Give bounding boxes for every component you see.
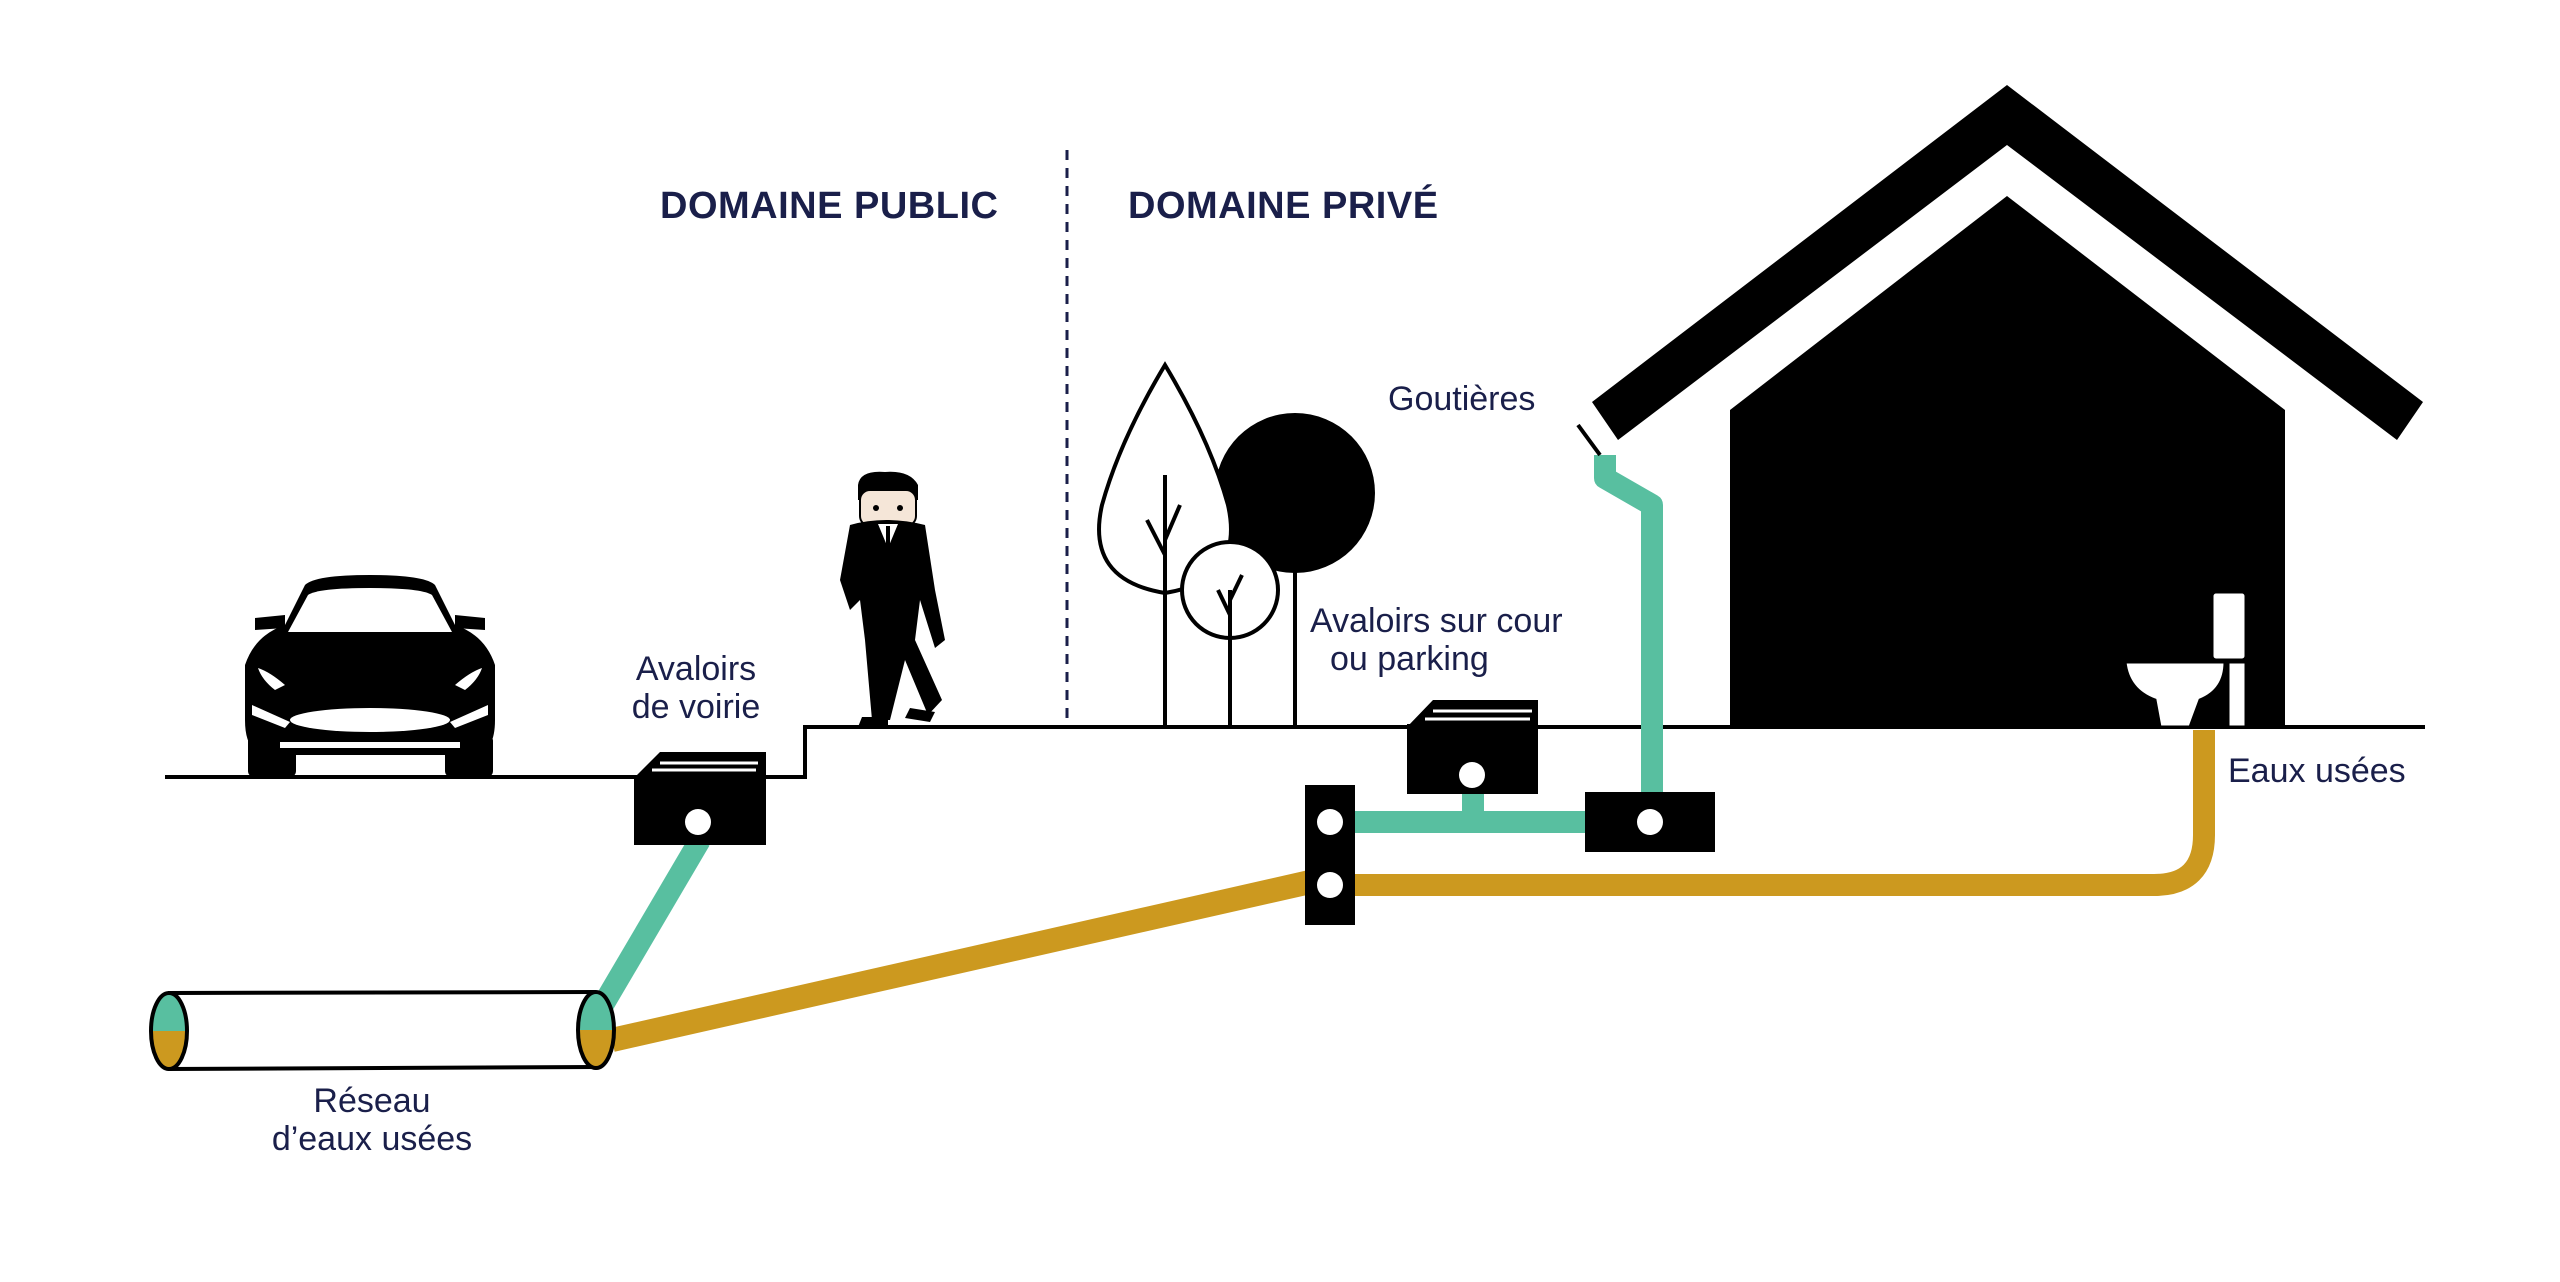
- gouttieres-label: Goutières: [1388, 380, 1535, 418]
- avaloirs-cour-label-line1: Avaloirs sur cour: [1310, 602, 1563, 640]
- trees-icon: [1097, 361, 1375, 727]
- waste-water-pipe: [1355, 730, 2215, 896]
- avaloirs-cour-label-line2: ou parking: [1330, 640, 1489, 678]
- avaloirs-voirie-label-line2: de voirie: [632, 688, 761, 726]
- sewer-network-pipe: [149, 990, 616, 1071]
- street-drain-pipe: [590, 834, 710, 1016]
- house-icon: [1576, 85, 2423, 727]
- main-waste-pipe: [609, 870, 1313, 1052]
- eaux-usees-label: Eaux usées: [2228, 752, 2406, 790]
- street-drain-box: [634, 752, 766, 845]
- avaloirs-voirie-label-line1: Avaloirs: [636, 650, 756, 688]
- ground-line: [165, 725, 2425, 779]
- toilet-icon: [2123, 590, 2248, 729]
- pedestrian-icon: [840, 471, 945, 727]
- reseau-label-line1: Réseau: [313, 1082, 430, 1120]
- car-icon: [245, 575, 495, 777]
- yard-drain-box: [1407, 700, 1538, 794]
- domaine-public-heading: DOMAINE PUBLIC: [660, 185, 998, 227]
- reseau-label-line2: d’eaux usées: [272, 1120, 472, 1158]
- gutter-downpipe: [1594, 455, 1663, 800]
- gutter-collector-box: [1585, 792, 1715, 852]
- junction-manhole: [1305, 785, 1355, 925]
- domaine-prive-heading: DOMAINE PRIVÉ: [1128, 183, 1439, 227]
